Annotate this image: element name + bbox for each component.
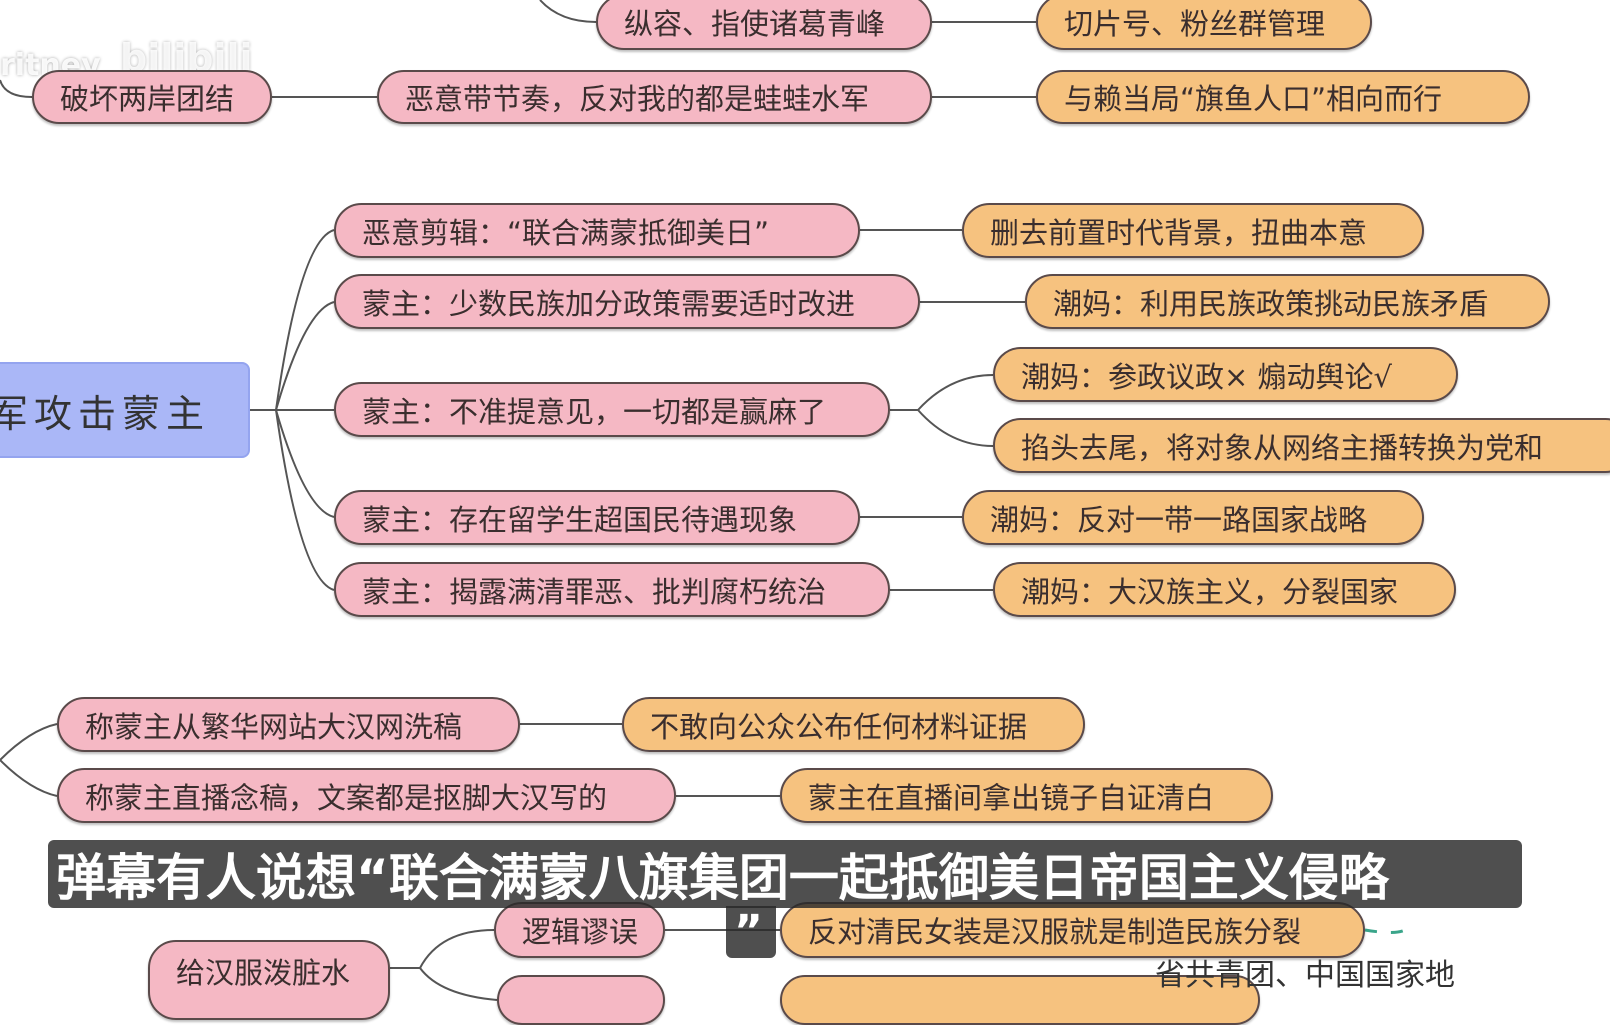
node-b4r[interactable]: 潮妈：反对一带一路国家战略 [962,490,1424,545]
node-n2[interactable]: 破坏两岸团结 [32,70,272,124]
node-c1[interactable]: 称蒙主从繁华网站大汉网洗稿 [57,697,520,752]
node-c2r[interactable]: 蒙主在直播间拿出镜子自证清白 [780,768,1273,823]
node-b1[interactable]: 恶意剪辑：“联合满蒙抵御美日” [334,203,860,258]
node-n1[interactable]: 纵容、指使诸葛青峰 [596,0,932,50]
node-d1[interactable]: 逻辑谬误 [494,902,665,958]
danmaku-subtitle: 弹幕有人说想“联合满蒙八旗集团一起抵御美日帝国主义侵略 [48,840,1522,908]
root-topic[interactable]: 军攻击蒙主 [0,362,250,458]
plain-text-node: 省共青团、中国国家地 [1155,958,1455,993]
node-n2m[interactable]: 恶意带节奏，反对我的都是蛙蛙水军 [377,70,932,124]
node-n1r[interactable]: 切片号、粉丝群管理 [1036,0,1372,50]
node-b4[interactable]: 蒙主：存在留学生超国民待遇现象 [334,490,860,545]
node-d0[interactable]: 给汉服泼脏水 [148,940,390,1020]
node-b3r1[interactable]: 潮妈：参政议政× 煽动舆论√ [993,347,1458,402]
danmaku-subtitle-line2: ” [726,906,776,958]
node-b5[interactable]: 蒙主：揭露满清罪恶、批判腐朽统治 [334,562,890,617]
node-d2[interactable] [497,975,665,1025]
node-b3r2[interactable]: 掐头去尾，将对象从网络主播转换为党和 [993,418,1610,473]
node-b5r[interactable]: 潮妈：大汉族主义，分裂国家 [993,562,1456,617]
node-c2[interactable]: 称蒙主直播念稿，文案都是抠脚大汉写的 [57,768,676,823]
node-c1r[interactable]: 不敢向公众公布任何材料证据 [622,697,1085,752]
node-b2[interactable]: 蒙主：少数民族加分政策需要适时改进 [334,274,920,329]
node-b2r[interactable]: 潮妈：利用民族政策挑动民族矛盾 [1025,274,1550,329]
node-b3[interactable]: 蒙主：不准提意见，一切都是赢麻了 [334,382,890,437]
node-n2r[interactable]: 与赖当局“旗鱼人口”相向而行 [1036,70,1530,124]
node-b1r[interactable]: 删去前置时代背景，扭曲本意 [962,203,1424,258]
